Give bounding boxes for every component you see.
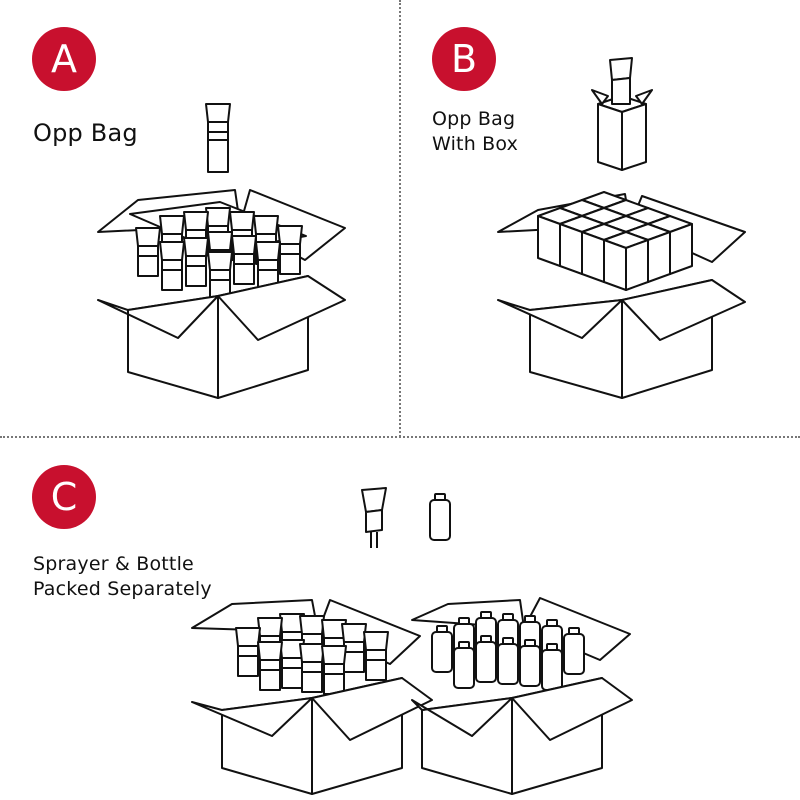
boxed-sprayer-icon-b — [591, 57, 653, 171]
carton-box-icon-c2 — [411, 597, 633, 795]
horizontal-divider — [0, 436, 800, 438]
carton-box-icon-b — [497, 191, 746, 399]
sprayer-icon-a — [205, 103, 231, 173]
badge-a: A — [32, 27, 96, 91]
label-a: Opp Bag — [33, 118, 138, 148]
label-a-line-1: Opp Bag — [33, 119, 138, 147]
label-c-line-1: Sprayer & Bottle — [33, 553, 194, 575]
label-b: Opp Bag With Box — [432, 107, 518, 157]
sprayer-group-c — [235, 613, 389, 695]
label-c-line-2: Packed Separately — [33, 578, 212, 600]
carton-box-icon-a — [97, 189, 346, 399]
badge-b: B — [432, 27, 496, 91]
sprayer-icon — [361, 487, 387, 548]
carton-box-icon-c1 — [191, 599, 433, 795]
badge-c: C — [32, 465, 96, 529]
label-b-line-1: Opp Bag — [432, 108, 516, 130]
vertical-divider — [399, 0, 401, 437]
bottle-icon — [429, 493, 451, 541]
label-c: Sprayer & Bottle Packed Separately — [33, 552, 212, 602]
label-b-line-2: With Box — [432, 133, 519, 155]
